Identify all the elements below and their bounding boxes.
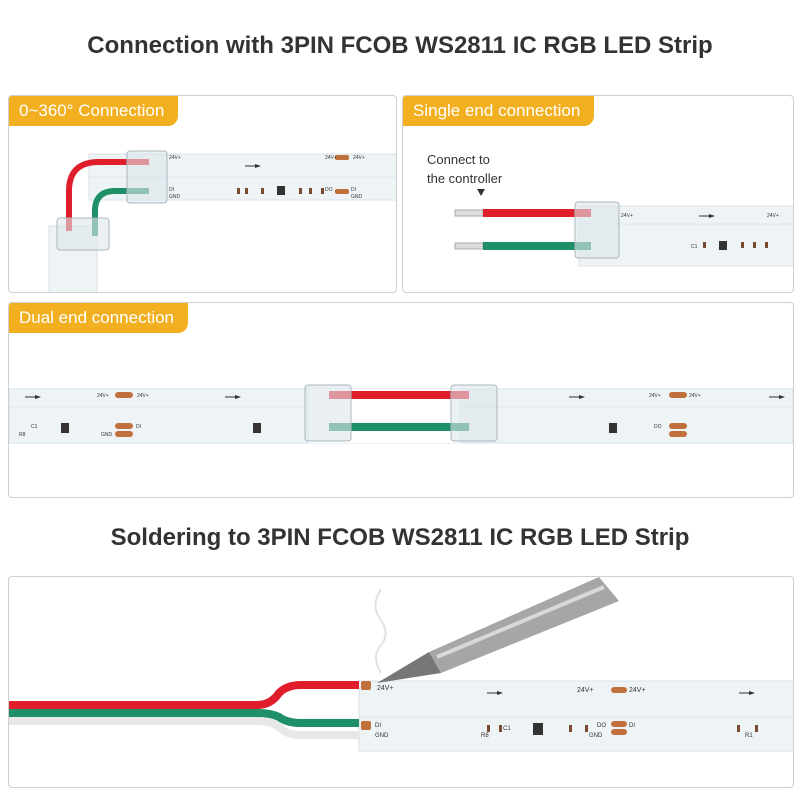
soldering-title: Soldering to 3PIN FCOB WS2811 IC RGB LED… [110,524,690,551]
dual-end-panel: 24V+ 24V+ 24V+ 24V+ DI GND DO C1 R8 Dual… [8,302,794,498]
ws2811-chip [533,723,543,735]
svg-text:R8: R8 [19,432,26,438]
solder-pad [115,392,133,398]
red-wire [9,681,359,709]
arrow-icon [709,214,715,218]
green-wire [483,242,591,250]
ws2811-chip [719,241,727,250]
single-end-diagram: 24V+ 24V+ C1 [454,189,793,267]
svg-text:24V+: 24V+ [649,393,661,399]
dual-end-label: Dual end connection [9,303,189,333]
strip-connector-horizontal [126,150,168,204]
red-wire [329,391,469,399]
solder-pad [335,155,349,160]
svg-text:GND: GND [589,733,603,739]
svg-text:DI: DI [629,723,635,729]
svg-text:R8: R8 [481,733,489,739]
soldering-diagram: 24V+ 24V+ 24V+ DI GND DI GND DO C1 R8 R1 [9,577,793,752]
svg-text:24V+: 24V+ [353,155,365,161]
svg-text:24V+: 24V+ [767,213,779,219]
red-wire [483,209,591,217]
svg-text:DO: DO [597,723,606,729]
led-strip [358,680,793,752]
strip-connector [574,201,620,259]
ws2811-chip [277,186,285,195]
svg-text:DO: DO [654,424,662,430]
svg-text:C1: C1 [31,424,38,430]
arrow-icon [255,164,261,168]
svg-text:24V+: 24V+ [629,687,646,694]
svg-text:24V+: 24V+ [689,393,701,399]
svg-text:GND: GND [375,733,389,739]
svg-text:24V+: 24V+ [377,685,394,692]
single-end-panel: 24V+ 24V+ C1 Single end connection Conne… [402,95,794,293]
arrow-icon [497,691,503,695]
svg-text:DI: DI [169,187,174,193]
svg-text:24V+: 24V+ [577,687,594,694]
dual-end-diagram: 24V+ 24V+ 24V+ 24V+ DI GND DO C1 R8 [9,384,793,444]
red-wire [66,159,149,231]
down-arrow-icon [477,189,485,196]
svg-text:DO: DO [325,187,333,193]
strip-connector-vertical [56,217,110,251]
soldering-panel: 24V+ 24V+ 24V+ DI GND DI GND DO C1 R8 R1 [8,576,794,788]
white-wire [9,717,359,739]
pad-label-24v: 24V+ [169,155,181,161]
svg-text:24V+: 24V+ [97,393,109,399]
green-wire [9,709,359,727]
svg-text:DI: DI [375,723,381,729]
controller-note: Connect to the controller [427,152,503,186]
angle-connection-panel: 24V+ 24V+ 24V+ DI GND DI GND DO 0~360° C… [8,95,397,293]
arrow-icon [35,395,41,399]
svg-text:24V+: 24V+ [137,393,149,399]
svg-text:24V+: 24V+ [325,155,337,161]
single-end-label: Single end connection [403,96,595,126]
svg-text:DI: DI [136,424,141,430]
strip-connector-right [450,384,498,442]
ws2811-chip [61,423,69,433]
svg-text:GND: GND [169,194,181,200]
svg-text:R1: R1 [745,733,753,739]
svg-text:DI: DI [351,187,356,193]
green-wire [92,188,149,236]
svg-text:C1: C1 [503,726,511,732]
angle-connection-diagram: 24V+ 24V+ 24V+ DI GND DI GND DO [48,150,396,292]
strip-connector-left [304,384,352,442]
green-wire [329,423,469,431]
solder-pad [335,189,349,194]
svg-text:GND: GND [351,194,363,200]
svg-text:C1: C1 [691,244,698,250]
smoke [374,588,387,674]
angle-connection-label: 0~360° Connection [9,96,179,126]
svg-text:GND: GND [101,432,113,438]
solder-pad [611,687,627,693]
svg-text:24V+: 24V+ [621,213,633,219]
connection-title: Connection with 3PIN FCOB WS2811 IC RGB … [87,32,713,59]
